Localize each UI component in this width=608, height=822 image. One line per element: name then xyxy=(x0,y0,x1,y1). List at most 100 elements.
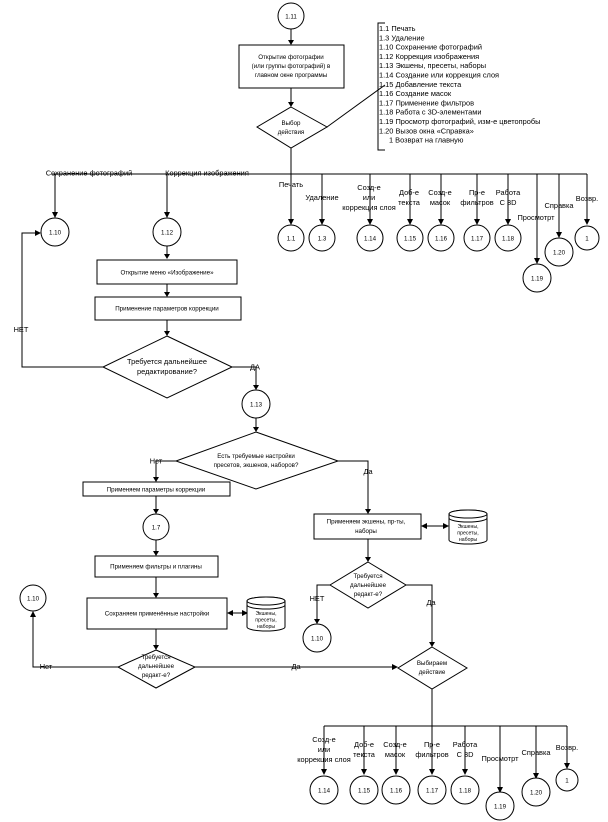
node-1-10-left[interactable]: 1.10 xyxy=(19,584,47,612)
node-1-18[interactable]: 1.18 xyxy=(494,224,522,252)
apply-actions-box[interactable]: Применяем экшены, пр-ты, наборы xyxy=(313,513,422,540)
edge-q4-yes xyxy=(406,584,433,642)
open-photo-line3: главном окне программы xyxy=(255,72,328,79)
node-label: 1.20 xyxy=(553,250,566,257)
node-1-10-right[interactable]: 1.10 xyxy=(302,623,332,653)
more-edit3-diamond[interactable]: Требуется дальнейшее редакт-е? xyxy=(116,649,197,689)
save-settings-label: Сохраняем применённые настройки xyxy=(105,611,210,618)
bbranch-mask-label: Созд-е xyxy=(383,740,406,749)
arrowhead xyxy=(474,219,480,225)
node-1-1[interactable]: 1.1 xyxy=(277,224,305,252)
node-1-16[interactable]: 1.16 xyxy=(427,224,455,252)
node-1-7[interactable]: 1.7 xyxy=(142,513,170,541)
node-label: 1.17 xyxy=(426,788,439,795)
node-label: 1.13 xyxy=(250,402,263,409)
node-1[interactable]: 1 xyxy=(574,225,600,251)
arrowhead xyxy=(462,769,468,775)
db2-line3: наборы xyxy=(257,624,275,630)
branch-3d-label: С 3D xyxy=(500,198,517,207)
arrowhead xyxy=(153,477,159,482)
presets-diamond[interactable]: Есть требуемые настройки пресетов, экшен… xyxy=(174,431,340,490)
branch-layer-label: коррекция слоя xyxy=(342,203,396,212)
db2-line2: пресеты, xyxy=(255,618,276,624)
node-1-20[interactable]: 1.20 xyxy=(544,237,574,267)
bnode-1-19[interactable]: 1.19 xyxy=(485,791,515,821)
arrowhead xyxy=(365,557,371,562)
bnode-1-18[interactable]: 1.18 xyxy=(450,775,480,805)
bnode-1-16[interactable]: 1.16 xyxy=(381,775,411,805)
bbranch-text-label: Доб-е xyxy=(354,740,374,749)
legend-item: 1.10 Сохранение фотографий xyxy=(379,43,482,52)
more-edit-line2: редактирование? xyxy=(137,367,197,376)
arrowhead xyxy=(153,509,159,514)
arrowhead xyxy=(288,219,294,225)
node-1-3[interactable]: 1.3 xyxy=(308,224,336,252)
node-1-19[interactable]: 1.19 xyxy=(522,263,552,293)
more-edit-diamond[interactable]: Требуется дальнейшее редактирование? xyxy=(101,335,234,399)
choose-action-line1: Выбираем xyxy=(417,660,447,667)
apply-correction-box[interactable]: Применяем параметры коррекции xyxy=(82,481,231,497)
bnode-1[interactable]: 1 xyxy=(555,768,579,792)
node-1-10[interactable]: 1.10 xyxy=(40,217,70,247)
more-edit2-diamond[interactable]: Требуется дальнейшее редакт-е? xyxy=(329,561,407,609)
branch-layer-label: или xyxy=(363,193,376,202)
legend-item: 1.14 Создание или коррекция слоя xyxy=(379,71,499,80)
node-label: 1.18 xyxy=(502,236,515,243)
open-photo-line2: (или группы фотографий) в xyxy=(252,63,331,70)
branch-back-label: Возвр. xyxy=(576,194,598,203)
node-label: 1.17 xyxy=(471,236,484,243)
choose-action-diamond[interactable]: Выбираем действие xyxy=(397,646,468,690)
arrowhead xyxy=(438,219,444,225)
node-1-13[interactable]: 1.13 xyxy=(241,389,271,419)
node-label: 1.3 xyxy=(318,236,327,243)
bnode-1-15[interactable]: 1.15 xyxy=(349,775,379,805)
bbranch-layer-label: коррекция слоя xyxy=(297,755,351,764)
node-label: 1.7 xyxy=(152,525,161,532)
arrowhead xyxy=(584,219,590,225)
presets-line2: пресетов, экшенов, наборов? xyxy=(214,462,299,469)
node-1-12[interactable]: 1.12 xyxy=(152,217,182,247)
branch-view-label: Просмотрт xyxy=(518,213,556,222)
apply-params-box[interactable]: Применение параметров коррекции xyxy=(94,296,242,321)
yes4-label: Да xyxy=(291,662,301,671)
save-settings-box[interactable]: Сохраняем применённые настройки xyxy=(86,597,228,630)
db1-line3: наборы xyxy=(459,537,477,543)
presets-storage-cylinder: Экшены, пресеты, наборы xyxy=(246,596,286,632)
bnode-1-14[interactable]: 1.14 xyxy=(309,775,339,805)
arrowhead xyxy=(52,212,58,218)
node-1-15[interactable]: 1.15 xyxy=(396,224,424,252)
node-label: 1.10 xyxy=(49,230,62,237)
open-menu-box[interactable]: Открытие меню «Изображение» xyxy=(96,259,238,285)
no2-label: Нет xyxy=(150,457,163,466)
node-1-17[interactable]: 1.17 xyxy=(463,224,491,252)
node-1-14[interactable]: 1.14 xyxy=(356,224,384,252)
start-node[interactable]: 1.11 xyxy=(277,2,305,30)
node-label: 1.14 xyxy=(364,236,377,243)
arrowhead xyxy=(365,509,371,514)
arrowhead xyxy=(30,611,36,617)
bnode-1-20[interactable]: 1.20 xyxy=(521,777,551,807)
arrowhead xyxy=(534,258,540,264)
open-photo-box[interactable]: Открытие фотографии (или группы фотограф… xyxy=(238,44,345,89)
arrowhead xyxy=(242,610,248,616)
branch-correction-label: Коррекция изображения xyxy=(165,169,249,178)
bnode-1-17[interactable]: 1.17 xyxy=(417,775,447,805)
bbranch-help-label: Справка xyxy=(522,748,552,757)
presets-db-cylinder: Экшены, пресеты, наборы xyxy=(448,509,488,545)
node-label: 1.18 xyxy=(459,788,472,795)
branch-3d-label: Работа xyxy=(496,188,521,197)
choice-diamond[interactable]: Выбор действия xyxy=(256,106,329,149)
node-label: 1 xyxy=(585,236,589,243)
node-label: 1.15 xyxy=(358,788,371,795)
arrowhead xyxy=(153,551,159,556)
bbranch-3d-label: Работа xyxy=(453,740,478,749)
arrowhead xyxy=(361,769,367,775)
top-nodes: 1.10 1.12 1.1 1.3 1.14 1.15 1.16 1.17 1.… xyxy=(40,217,600,293)
legend: 1.1 Печать 1.3 Удаление 1.10 Сохранение … xyxy=(379,24,540,145)
bottom-branch-labels: Созд-е или коррекция слоя Доб-е текста С… xyxy=(297,735,578,764)
arrowhead xyxy=(321,769,327,775)
node-label: 1.20 xyxy=(530,790,543,797)
arrowhead xyxy=(164,331,170,336)
arrowhead xyxy=(288,40,294,45)
apply-filters-box[interactable]: Применяем фильтры и плагины xyxy=(94,555,219,578)
